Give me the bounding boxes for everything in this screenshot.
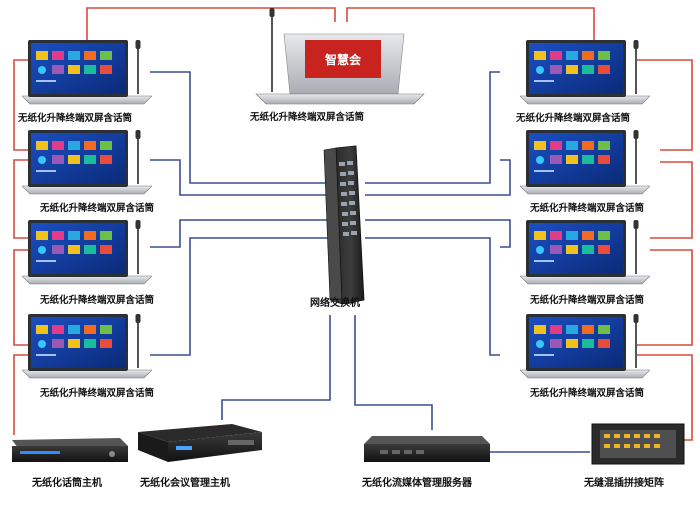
terminal-left-3 [22,219,152,285]
terminal-label-left-4: 无纸化升降终端双屏含话筒 [40,388,155,399]
switch-label: 网络交换机 [310,298,360,309]
network-switch [323,145,365,305]
matrix-label: 无缝混插拼接矩阵 [584,478,664,489]
mic-host-device [12,438,128,462]
terminal-label-left-2: 无纸化升降终端双屏含话筒 [40,203,155,214]
terminal-right-4 [520,313,650,379]
media-server-label: 无纸化流媒体管理服务器 [362,478,472,489]
terminal-left-2 [22,129,152,195]
terminal-right-1 [520,39,650,105]
mic-host-label: 无纸化话筒主机 [32,478,102,489]
terminal-right-2 [520,129,650,195]
terminal-label-left-1: 无纸化升降终端双屏含话筒 [18,113,133,124]
conference-host-label: 无纸化会议管理主机 [140,478,230,489]
terminal-right-3 [520,219,650,285]
terminal-label-right-2: 无纸化升降终端双屏含话筒 [530,203,645,214]
terminal-label-left-3: 无纸化升降终端双屏含话筒 [40,295,155,306]
terminal-label-right-3: 无纸化升降终端双屏含话筒 [530,295,645,306]
conference-host-device [138,424,262,462]
center-screen-text: 智慧会 [324,52,362,67]
matrix-device [591,423,685,465]
network-lines [150,71,590,453]
terminal-label-right-4: 无纸化升降终端双屏含话筒 [530,388,645,399]
terminal-left-1 [22,39,152,105]
center-terminal-label: 无纸化升降终端双屏含话筒 [250,112,365,123]
terminal-left-4 [22,313,152,379]
media-server-device [364,436,490,462]
center-terminal: 智慧会 [255,8,425,105]
terminal-label-right-1: 无纸化升降终端双屏含话筒 [516,113,631,124]
